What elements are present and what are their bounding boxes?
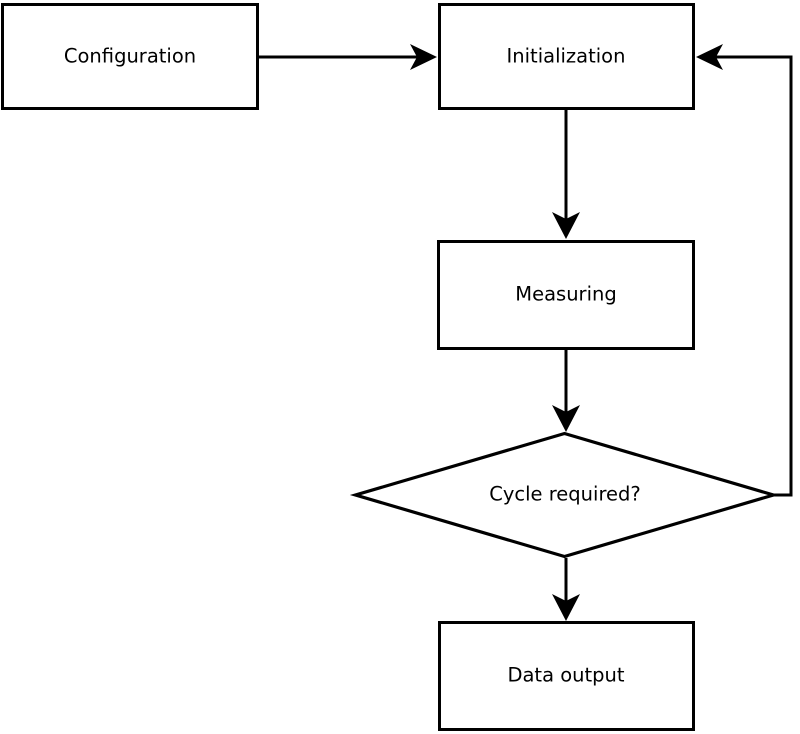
node-initialization[interactable]: Initialization bbox=[438, 3, 695, 110]
edge-measuring-to-cycle-required bbox=[552, 350, 580, 432]
arrow-head-down-into-measuring bbox=[552, 212, 580, 239]
edge-configuration-to-initialization bbox=[259, 44, 437, 70]
node-configuration[interactable]: Configuration bbox=[1, 3, 259, 110]
node-data-output[interactable]: Data output bbox=[438, 621, 695, 731]
node-cycle-required-label: Cycle required? bbox=[489, 483, 641, 506]
edge-cycle-required-to-data-output bbox=[552, 558, 580, 621]
node-measuring[interactable]: Measuring bbox=[437, 240, 695, 350]
node-cycle-required[interactable]: Cycle required? bbox=[349, 431, 780, 559]
arrow-head-right-into-initialization bbox=[410, 44, 437, 70]
node-data-output-label: Data output bbox=[507, 664, 624, 687]
arrow-head-left-into-initialization bbox=[696, 44, 723, 70]
node-configuration-shape[interactable] bbox=[1, 3, 259, 110]
edge-initialization-to-measuring bbox=[552, 110, 580, 239]
node-initialization-shape[interactable] bbox=[438, 3, 695, 110]
node-data-output-shape[interactable] bbox=[438, 621, 695, 731]
node-initialization-label: Initialization bbox=[507, 45, 626, 68]
node-configuration-label: Configuration bbox=[64, 45, 196, 68]
edge-cycle-required-to-initialization-feedback bbox=[696, 44, 793, 497]
node-measuring-label: Measuring bbox=[515, 283, 616, 306]
arrow-head-down-into-data-output bbox=[552, 594, 580, 621]
edge-line-feedback-loop bbox=[708, 55, 793, 497]
node-measuring-shape[interactable] bbox=[437, 240, 695, 350]
node-cycle-required-shape[interactable] bbox=[349, 431, 780, 559]
arrow-head-down-into-cycle-required bbox=[552, 405, 580, 432]
